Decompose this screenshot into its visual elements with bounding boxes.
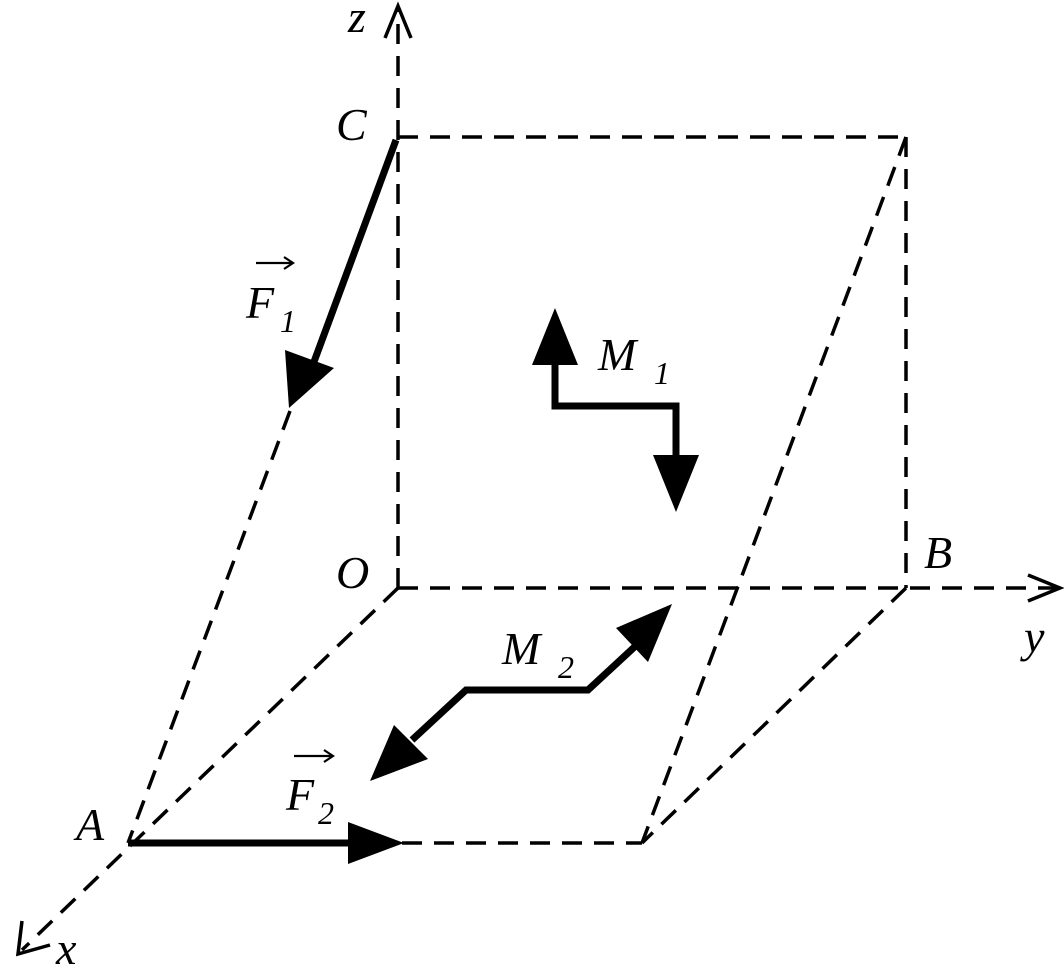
moment-M2-path	[409, 637, 645, 743]
axes	[20, 10, 1058, 952]
x-axis-arrowhead	[15, 920, 51, 957]
label-axis-y: y	[1020, 611, 1045, 662]
label-axis-x: x	[55, 923, 77, 964]
label-M2: M 2	[501, 623, 574, 685]
edge-C-A	[126, 410, 292, 844]
z-axis-arrowhead	[383, 1, 413, 39]
label-M1-letter: M	[597, 329, 639, 380]
label-M2-letter: M	[501, 623, 543, 674]
moment-M1-down-arrowhead	[653, 455, 699, 512]
edge-B-far	[640, 586, 908, 845]
moment-M2-upper-arrowhead	[616, 604, 672, 662]
label-F1: F 1	[245, 256, 296, 339]
label-F1-letter: F	[245, 277, 275, 328]
x-axis	[20, 586, 400, 952]
box-edges	[126, 135, 908, 845]
moment-M1	[532, 308, 699, 512]
label-point-C: C	[336, 99, 368, 150]
label-point-O: O	[336, 547, 369, 598]
force-F2-arrowhead	[348, 822, 404, 864]
label-F1-subscript: 1	[280, 303, 296, 339]
label-point-B: B	[924, 527, 952, 578]
label-F2: F 2	[285, 749, 335, 831]
force-F1-arrowhead	[285, 350, 334, 408]
moment-M2-lower-arrowhead	[370, 725, 428, 781]
moment-M1-up-arrowhead	[532, 308, 578, 365]
force-F2	[128, 822, 404, 864]
label-axis-z: z	[347, 0, 366, 42]
y-axis-arrowhead	[1027, 573, 1064, 603]
label-M1-subscript: 1	[654, 355, 670, 391]
label-F2-letter: F	[285, 769, 315, 820]
vector-arrow-icon	[256, 256, 295, 270]
moment-M1-path	[551, 355, 680, 462]
force-F1	[285, 138, 400, 408]
label-point-A: A	[73, 799, 105, 850]
moment-M2	[370, 604, 672, 781]
force-F1-shaft	[304, 138, 400, 380]
axis-arrowheads	[15, 1, 1064, 957]
label-M1: M 1	[597, 329, 670, 391]
label-M2-subscript: 2	[558, 649, 574, 685]
vector-arrow-icon	[294, 749, 335, 763]
label-F2-subscript: 2	[318, 795, 334, 831]
